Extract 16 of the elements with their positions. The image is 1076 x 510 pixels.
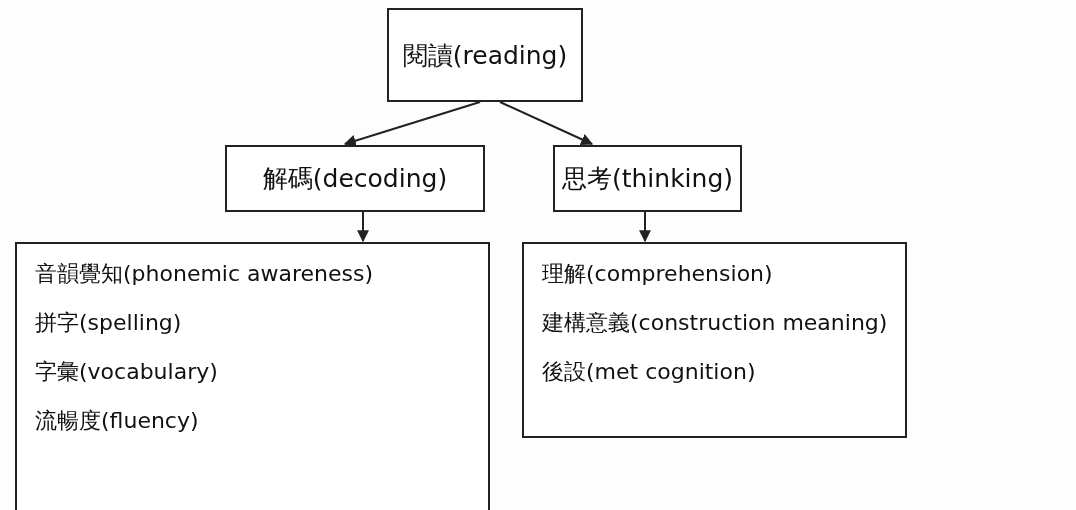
skill-list-box: [522, 242, 907, 438]
skill-text: 流暢度(fluency): [35, 407, 199, 435]
skill-list-box: [15, 242, 490, 510]
skill-text: 理解(comprehension): [542, 260, 773, 288]
skill-text: 字彙(vocabulary): [35, 358, 218, 386]
topic-box: 閱讀(reading): [387, 8, 583, 102]
skill-text: 音韻覺知(phonemic awareness): [35, 260, 374, 288]
category-box: 解碼(decoding): [225, 145, 485, 212]
arrow: [343, 101, 481, 147]
arrow: [639, 211, 651, 243]
skill-text: 拼字(spelling): [35, 309, 182, 337]
category-box: 思考(thinking): [553, 145, 742, 212]
skill-text: 後設(met cognition): [542, 358, 756, 386]
skill-text: 建構意義(construction meaning): [542, 309, 888, 337]
arrow: [357, 211, 369, 243]
arrow: [499, 101, 594, 145]
